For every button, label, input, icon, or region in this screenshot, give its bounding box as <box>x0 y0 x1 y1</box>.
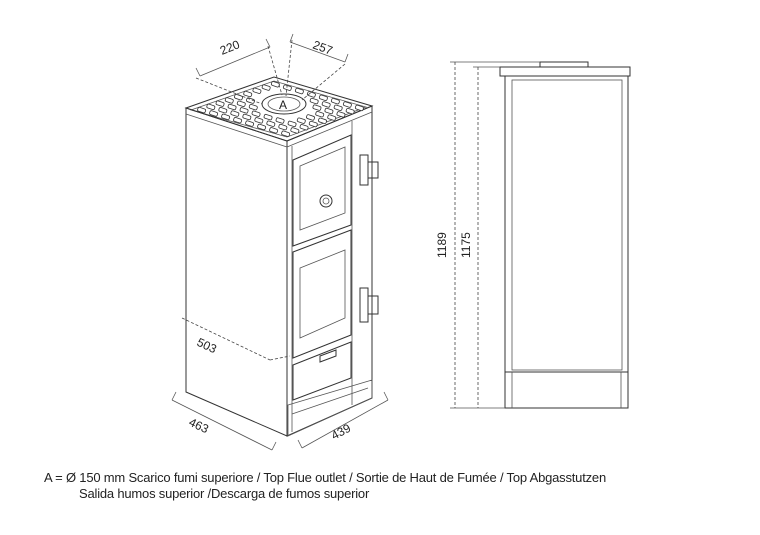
grill-slot <box>312 104 322 111</box>
grill-slot <box>315 111 325 118</box>
grill-slot <box>275 117 285 124</box>
grill-slot <box>308 120 318 128</box>
lower-door <box>292 229 352 359</box>
ash-drawer <box>292 341 352 401</box>
grill-slot <box>330 98 340 105</box>
grill-slot <box>290 127 300 134</box>
grill-slot <box>324 107 334 115</box>
caption-line-2: Salida humos superior /Descarga de fumos… <box>79 486 370 501</box>
dim-base-width: 439 <box>329 421 354 443</box>
grill-slot <box>218 107 228 114</box>
grill-slot <box>278 123 288 131</box>
grill-slot <box>254 117 264 124</box>
grill-slot <box>252 87 262 94</box>
grill-slot <box>296 117 306 124</box>
grill-slot <box>227 103 237 111</box>
grill-slot <box>239 107 249 114</box>
grill-slot <box>245 120 255 127</box>
lower-hinge <box>359 287 379 323</box>
grill-slot <box>306 114 315 121</box>
grill-slot <box>336 111 346 118</box>
grill-slot <box>246 97 255 104</box>
grill-slot <box>215 100 225 107</box>
grill-slot <box>309 97 319 105</box>
grill-slot <box>248 104 258 111</box>
grill-slot <box>333 104 343 111</box>
upper-door <box>292 134 352 247</box>
grill-slot <box>233 117 243 124</box>
grill-slot <box>321 101 331 108</box>
dim-total-height: 1189 <box>435 232 449 258</box>
grill-slot <box>221 113 231 120</box>
grill-slot <box>257 123 267 131</box>
grill-slot <box>251 110 261 117</box>
grill-slot <box>269 127 279 134</box>
dim-top-width: 257 <box>311 38 335 58</box>
grill-slot <box>299 124 309 131</box>
grill-slot <box>263 113 273 121</box>
upper-hinge <box>359 154 379 186</box>
grill-slot <box>345 107 355 115</box>
stove-side-view: 1189 1175 <box>435 61 631 409</box>
dim-inner-depth: 503 <box>195 335 219 356</box>
grill-slot <box>230 110 240 117</box>
dim-base-depth: 463 <box>187 415 211 436</box>
stove-isometric-view: 220 257 A 503 463 439 <box>171 33 389 451</box>
grill-slot <box>354 104 364 112</box>
grill-slot <box>318 117 327 124</box>
grill-slot <box>242 113 252 121</box>
grill-slot <box>224 97 234 104</box>
caption-line-1: A = Ø 150 mm Scarico fumi superiore / To… <box>44 470 606 485</box>
grill-slot <box>327 114 337 121</box>
grill-slot <box>287 120 297 128</box>
grill-slot <box>197 106 207 114</box>
flue-label: A <box>279 98 287 112</box>
caption: A = Ø 150 mm Scarico fumi superiore / To… <box>44 470 756 502</box>
grill-slot <box>318 94 328 101</box>
grill-slot <box>209 110 219 117</box>
grill-slot <box>282 84 292 91</box>
grill-slot <box>306 91 316 98</box>
grill-slot <box>243 90 253 98</box>
top-grill-pattern <box>197 81 364 137</box>
grill-slot <box>266 120 276 127</box>
grill-slot <box>206 103 216 111</box>
grill-slot <box>261 84 271 91</box>
grill-slot <box>342 101 352 108</box>
grill-slot <box>281 130 291 137</box>
grill-slot <box>294 87 304 95</box>
dim-flue-height: 1175 <box>459 232 473 258</box>
grill-slot <box>236 100 246 107</box>
dim-top-depth: 220 <box>218 37 242 58</box>
